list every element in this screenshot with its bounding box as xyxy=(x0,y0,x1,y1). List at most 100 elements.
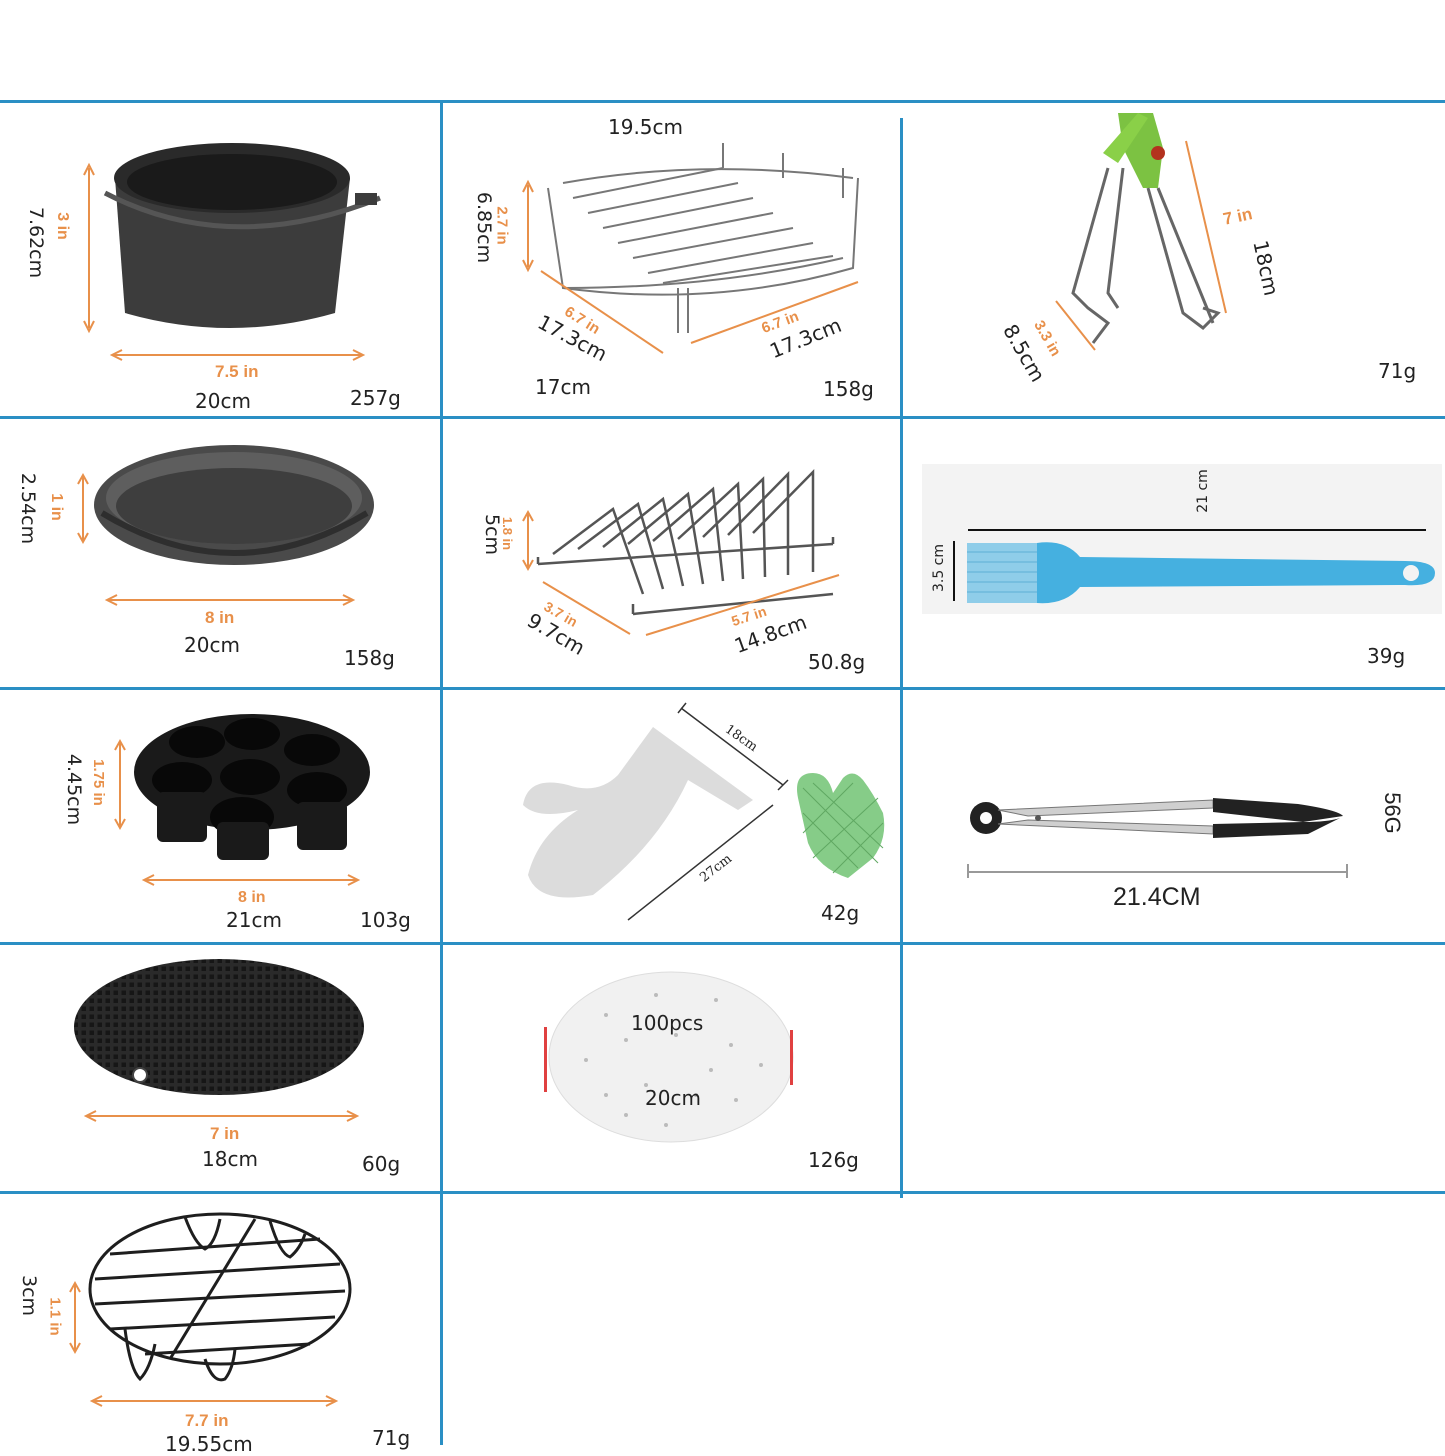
clip-length-arrow xyxy=(1185,140,1227,314)
skewer-width-arrow xyxy=(645,574,840,636)
large-mitt-image xyxy=(523,727,753,898)
brush-width-label: 3.5 cm xyxy=(931,543,948,593)
pan-width-arrow xyxy=(104,594,356,606)
tongs-length-tick-right xyxy=(1346,864,1348,878)
clip-length-cm: 18cm xyxy=(1248,238,1284,298)
silicone-mat-image xyxy=(74,959,364,1095)
rack-bottom-width: 17cm xyxy=(535,375,591,399)
plate-clip-weight: 71g xyxy=(1378,359,1417,383)
grid-line-col2 xyxy=(900,118,903,1198)
grid-line-col1 xyxy=(440,100,443,1445)
steam-height-in: 1.1 in xyxy=(46,1297,64,1336)
steam-rack-weight: 71g xyxy=(372,1426,411,1450)
tongs-length-tick-left xyxy=(967,864,969,878)
food-tongs-image xyxy=(970,798,1343,838)
mitt-width-line xyxy=(677,702,789,791)
mold-height-arrow xyxy=(114,738,126,831)
cell-steam-rack: 1.1 in 3cm 7.7 in 19.55cm 71g xyxy=(0,1194,440,1454)
cell-double-rack: 19.5cm 2.7 in 6.85cm 6.7 in 17.3cm 6.7 i… xyxy=(443,103,900,416)
mat-width-arrow xyxy=(83,1110,360,1122)
cell-parchment-paper: 100pcs 20cm 126g xyxy=(443,945,900,1191)
paper-width-mark-right xyxy=(790,1030,793,1085)
pizza-pan-weight: 158g xyxy=(344,646,395,670)
mold-height-cm: 4.45cm xyxy=(63,753,86,826)
brush-length-line xyxy=(968,529,1426,531)
steam-width-cm: 19.55cm xyxy=(165,1432,253,1456)
basket-height-cm: 7.62cm xyxy=(25,206,48,279)
parchment-paper-image xyxy=(548,971,794,1143)
pan-width-in: 8 in xyxy=(205,608,235,627)
rack-depth-arrow xyxy=(540,270,664,354)
cell-oven-mitts: 18cm 27cm 42g xyxy=(443,690,900,942)
paper-count: 100pcs xyxy=(631,1011,704,1035)
paper-size: 20cm xyxy=(645,1086,701,1110)
basket-width-arrow xyxy=(109,349,366,361)
mold-height-in: 1.75 in xyxy=(89,759,107,806)
skewer-rack-image xyxy=(536,468,835,616)
mat-width-cm: 18cm xyxy=(202,1147,258,1171)
mat-width-in: 7 in xyxy=(210,1124,240,1143)
basket-width-cm: 20cm xyxy=(195,389,251,413)
mold-width-in: 8 in xyxy=(238,889,266,906)
grid-line-row3 xyxy=(0,942,1445,945)
grid-line-row1 xyxy=(0,416,1445,419)
rack-height-arrow xyxy=(522,179,534,273)
parchment-paper-weight: 126g xyxy=(808,1148,859,1172)
rack-height-cm: 6.85cm xyxy=(473,191,496,264)
brush-width-line xyxy=(953,541,955,601)
grid-line-row4 xyxy=(0,1191,1445,1194)
rack-height-in: 2.7 in xyxy=(493,206,511,245)
double-rack-image xyxy=(547,143,859,333)
steam-rack-image xyxy=(88,1212,352,1382)
pan-height-cm: 2.54cm xyxy=(17,472,40,545)
cell-basket: 3 in 7.62cm 7.5 in 20cm 257g xyxy=(0,103,440,416)
double-rack-weight: 158g xyxy=(823,377,874,401)
basket-weight: 257g xyxy=(350,386,401,410)
mold-width-cm: 21cm xyxy=(226,908,282,932)
steam-width-arrow xyxy=(89,1395,339,1407)
steam-width-in: 7.7 in xyxy=(185,1411,229,1430)
oil-brush-weight: 39g xyxy=(1367,644,1406,668)
paper-width-mark-left xyxy=(544,1027,547,1092)
mitt-length-line xyxy=(627,804,774,921)
plate-clip-image xyxy=(1071,113,1221,344)
pizza-pan-image xyxy=(94,445,374,565)
cell-silicone-mat: 7 in 18cm 60g xyxy=(0,945,440,1191)
pan-height-in: 1 in xyxy=(47,493,65,521)
basket-height-arrow xyxy=(83,162,95,334)
clip-width-arrow xyxy=(1055,300,1096,351)
cell-oil-brush: 21 cm 3.5 cm 39g xyxy=(903,419,1445,687)
tongs-length-line xyxy=(968,871,1348,873)
skewer-height-in: 1.8 in xyxy=(500,516,516,551)
pan-width-cm: 20cm xyxy=(184,633,240,657)
steam-height-arrow xyxy=(69,1280,81,1355)
cell-plate-clip: 7 in 18cm 3.3 in 8.5cm 71g xyxy=(903,103,1445,416)
cake-mold-weight: 103g xyxy=(360,908,411,932)
skewer-height-cm: 5cm xyxy=(481,513,504,556)
clip-length-in: 7 in xyxy=(1221,204,1254,229)
rack-width-arrow xyxy=(690,281,859,344)
skewer-rack-weight: 50.8g xyxy=(808,650,866,674)
basket-image xyxy=(103,143,381,328)
pan-height-arrow xyxy=(77,472,89,545)
oven-mitts-weight: 42g xyxy=(821,901,860,925)
mold-width-arrow xyxy=(141,874,361,886)
skewer-depth-arrow xyxy=(542,581,631,635)
cake-mold-image xyxy=(134,714,370,860)
grid-line-row2 xyxy=(0,687,1445,690)
skewer-height-arrow xyxy=(522,509,534,572)
brush-length-label: 21 cm xyxy=(1194,469,1211,513)
cell-skewer-rack: 1.8 in 5cm 3.7 in 9.7cm 5.7 in 14.8cm 50… xyxy=(443,419,900,687)
grid-line-top xyxy=(0,100,1445,103)
silicone-mat-weight: 60g xyxy=(362,1152,401,1176)
basket-height-in: 3 in xyxy=(53,212,71,240)
cell-cake-mold: 1.75 in 4.45cm 8 in 21cm 103g xyxy=(0,690,440,942)
basket-width-in: 7.5 in xyxy=(215,362,259,381)
small-mitt-image xyxy=(797,773,885,878)
rack-top-width: 19.5cm xyxy=(608,115,684,139)
tongs-weight: 56G xyxy=(1379,792,1405,834)
oil-brush-image xyxy=(967,542,1435,604)
tongs-length: 21.4CM xyxy=(1113,883,1201,911)
cell-pizza-pan: 1 in 2.54cm 8 in 20cm 158g xyxy=(0,419,440,687)
steam-height-cm: 3cm xyxy=(18,1274,41,1317)
